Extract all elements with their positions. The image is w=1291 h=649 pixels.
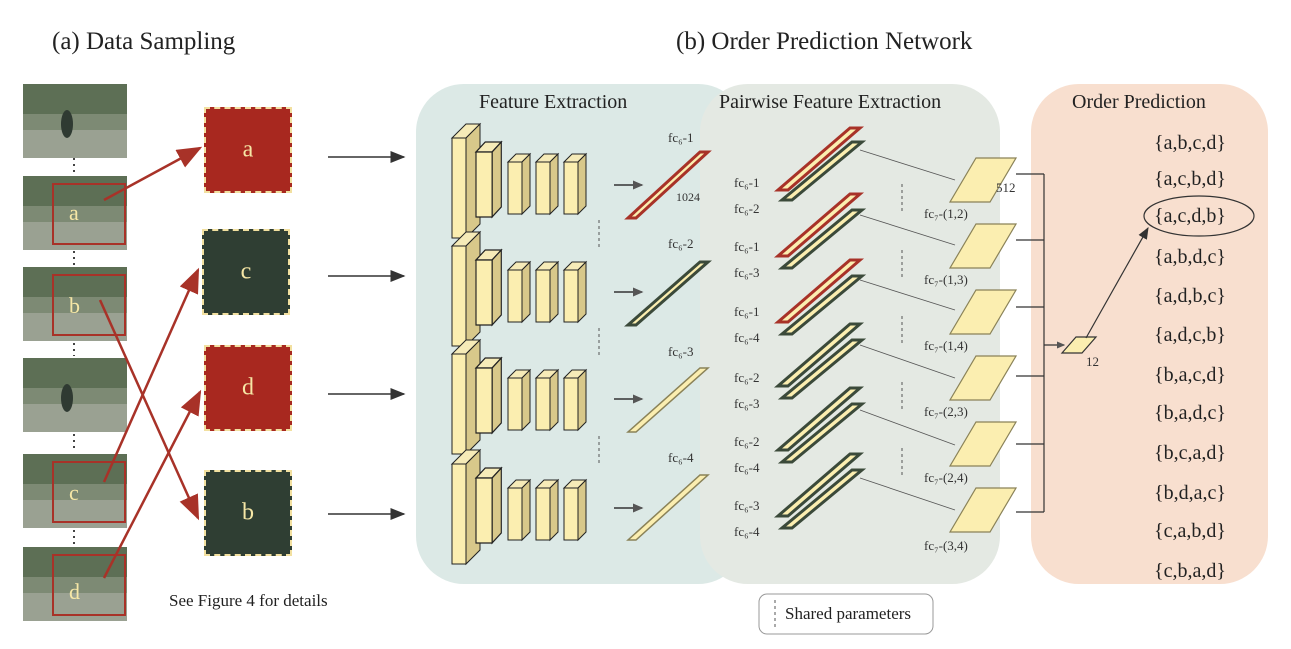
pair-bottom-label: fc₆-2 — [734, 201, 760, 216]
sampled-crop: c — [202, 229, 290, 315]
video-frame: a — [23, 176, 127, 250]
video-frame: b — [23, 267, 127, 341]
pair-top-label: fc₆-2 — [734, 434, 760, 449]
fc7-label: fc₇-(1,4) — [924, 338, 968, 353]
order-sequence: {b,c,a,d} — [1154, 442, 1226, 464]
figure-note: See Figure 4 for details — [169, 591, 328, 610]
crop-label: b — [242, 499, 254, 526]
frame-label: d — [69, 579, 80, 604]
pair-bottom-label: fc₆-4 — [734, 460, 760, 475]
highlight-ellipse — [1143, 195, 1255, 237]
order-sequence: {c,b,a,d} — [1154, 560, 1226, 582]
pair-bottom-label: fc₆-4 — [734, 330, 760, 345]
crop-label: c — [240, 258, 252, 285]
frame-label: b — [69, 293, 80, 318]
pair-top-label: fc₆-1 — [734, 304, 760, 319]
order-sequence: {a,b,d,c} — [1154, 246, 1226, 268]
pairwise-title: Pairwise Feature Extraction — [719, 91, 942, 113]
order-network-title: (b) Order Prediction Network — [676, 28, 973, 55]
order-sequence: {a,c,b,d} — [1154, 168, 1226, 190]
order-sequence: {a,d,c,b} — [1154, 324, 1226, 346]
sampled-crop: a — [204, 107, 292, 193]
frame-label: a — [69, 200, 79, 225]
frame-label: c — [69, 480, 79, 505]
crop-label: d — [242, 374, 254, 401]
order-sequence-highlighted: {a,c,d,b} — [1154, 205, 1226, 227]
dim-1024-label: 1024 — [676, 190, 700, 204]
feature-extraction-title: Feature Extraction — [479, 91, 628, 113]
order-sequence: {a,d,b,c} — [1154, 285, 1226, 307]
fc7-label: fc₇-(1,2) — [924, 206, 968, 221]
fc6-label: fc₆-2 — [668, 236, 694, 251]
video-frame — [23, 84, 127, 158]
order-prediction-title: Order Prediction — [1072, 91, 1206, 113]
legend-shared-parameters: Shared parameters — [785, 604, 912, 623]
fc7-label: fc₇-(3,4) — [924, 538, 968, 553]
pair-top-label: fc₆-1 — [734, 175, 760, 190]
order-sequence: {b,d,a,c} — [1154, 482, 1226, 504]
dim-12-label: 12 — [1086, 354, 1099, 369]
fc7-label: fc₇-(2,4) — [924, 470, 968, 485]
pair-top-label: fc₆-1 — [734, 239, 760, 254]
crop-label: a — [242, 136, 254, 163]
sampled-crop: d — [204, 345, 292, 431]
sampled-crop: b — [204, 470, 292, 556]
pair-bottom-label: fc₆-3 — [734, 396, 760, 411]
fc7-label: fc₇-(1,3) — [924, 272, 968, 287]
pair-top-label: fc₆-3 — [734, 498, 760, 513]
pair-bottom-label: fc₆-4 — [734, 524, 760, 539]
pair-bottom-label: fc₆-3 — [734, 265, 760, 280]
data-sampling-title: (a) Data Sampling — [52, 28, 236, 55]
order-prediction-panel — [1031, 84, 1268, 584]
order-sequence: {b,a,c,d} — [1154, 364, 1226, 386]
pair-top-label: fc₆-2 — [734, 370, 760, 385]
dim-512-label: 512 — [996, 180, 1016, 195]
order-sequence: {b,a,d,c} — [1154, 402, 1226, 424]
video-frame: d — [23, 547, 127, 621]
fc6-label: fc₆-1 — [668, 130, 694, 145]
order-sequence: {c,a,b,d} — [1154, 520, 1226, 542]
order-sequence: {a,b,c,d} — [1154, 132, 1226, 154]
fc6-label: fc₆-3 — [668, 344, 694, 359]
fc6-label: fc₆-4 — [668, 450, 694, 465]
video-frame — [23, 358, 127, 432]
fc7-label: fc₇-(2,3) — [924, 404, 968, 419]
